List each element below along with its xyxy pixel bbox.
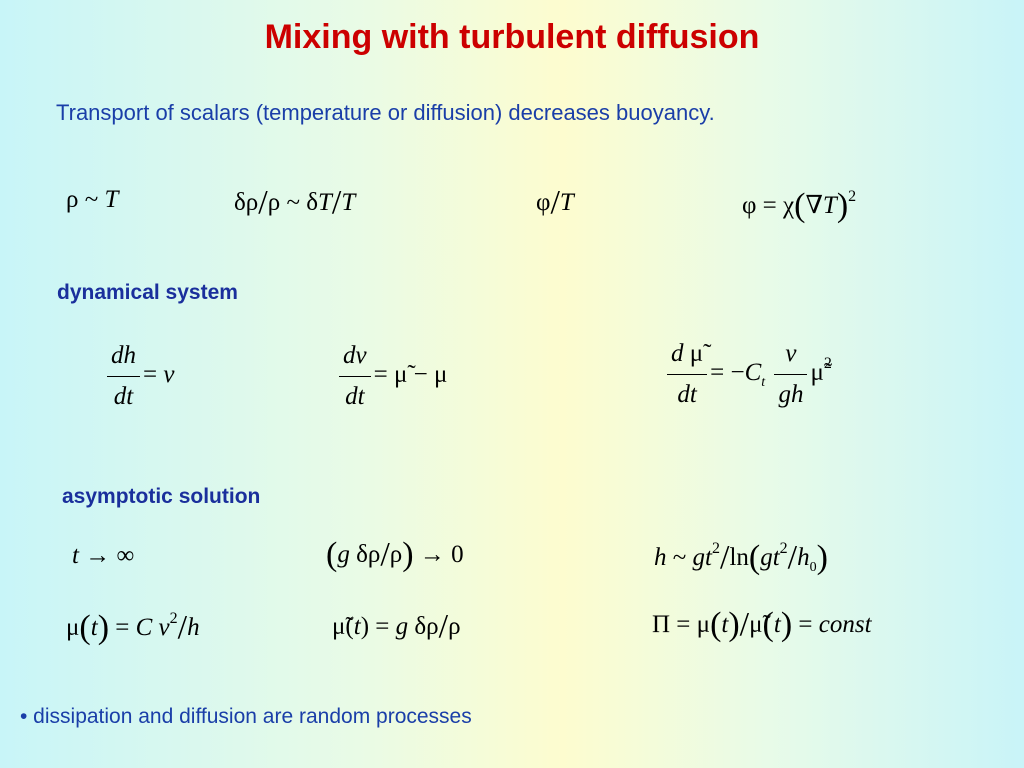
equation-mu-tilde-of-t: μ̃(t) = g δρ/ρ bbox=[332, 608, 461, 645]
equation-rho-proportional-T: ρ ~ T bbox=[66, 186, 119, 213]
equation-phi-chi-gradT: φ = χ(∇T)2 bbox=[742, 187, 857, 224]
slide-subtitle: Transport of scalars (temperature or dif… bbox=[56, 100, 715, 125]
equation-h-asymptotic: h ~ gt2/ln(gt2/h0) bbox=[654, 539, 828, 576]
section-asymptotic-solution: asymptotic solution bbox=[62, 485, 261, 508]
bullet-dissipation: • dissipation and diffusion are random p… bbox=[20, 705, 472, 728]
equation-relative-density: δρ/ρ ~ δT/T bbox=[234, 184, 356, 221]
equation-t-infinity: t → ∞ bbox=[72, 542, 135, 569]
equation-buoyancy-limit: (g δρ/ρ) → 0 bbox=[326, 536, 464, 573]
slide-title: Mixing with turbulent diffusion bbox=[264, 18, 760, 56]
equation-phi-over-T: φ/T bbox=[536, 184, 574, 221]
section-dynamical-system: dynamical system bbox=[57, 281, 238, 304]
equation-pi-const: Π = μ(t)/μ̃(t) = const bbox=[652, 606, 872, 643]
equation-mu-of-t: μ(t) = C v2/h bbox=[66, 609, 200, 646]
